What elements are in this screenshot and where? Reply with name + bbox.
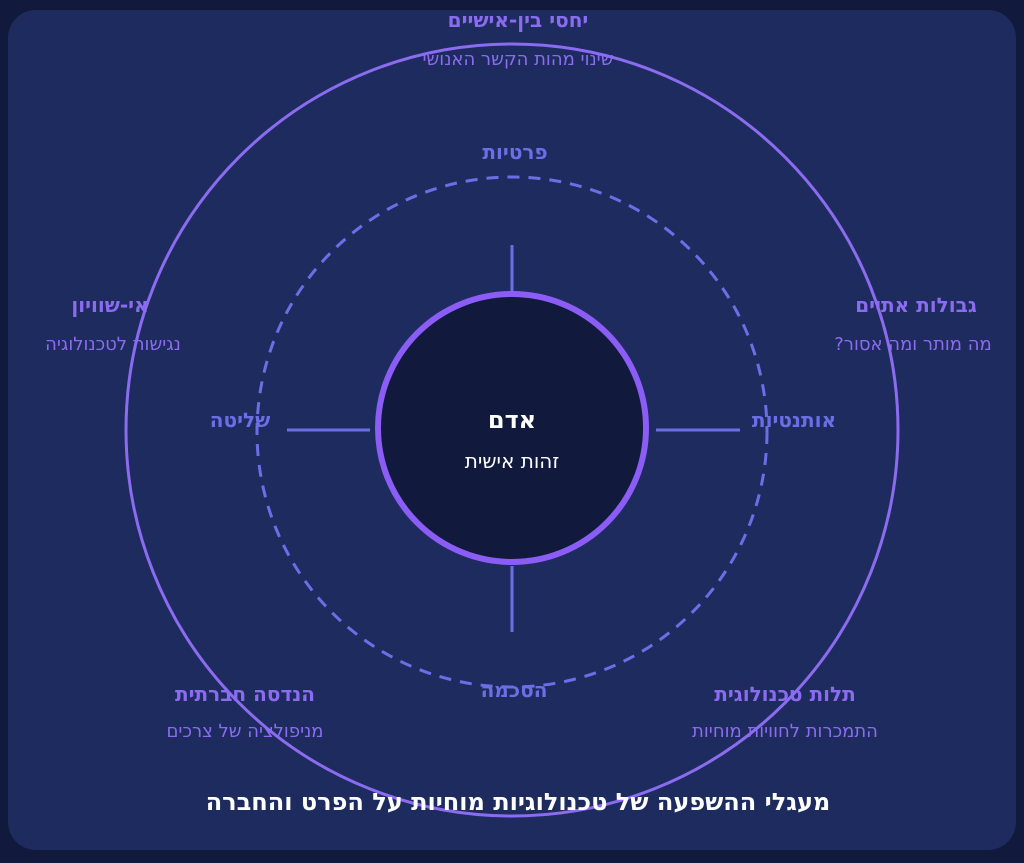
inner-label-top: פרטיות — [482, 140, 548, 164]
outer-ring — [124, 42, 900, 818]
outer-label-bottom-right-subtitle: התמכרות לחוויות מוחיות — [692, 721, 878, 742]
inner-label-bottom: הסכמה — [480, 678, 548, 702]
outer-label-bottom-right-title: תלות טכנולוגית — [714, 682, 856, 706]
outer-label-right-title: גבולות אתיים — [855, 293, 977, 317]
outer-label-bottom-left-subtitle: מניפולציה של צרכים — [166, 721, 324, 742]
core-circle — [375, 291, 649, 565]
outer-label-bottom-left-title: הנדסה חברתית — [174, 682, 316, 706]
outer-label-left-title: אי-שוויון — [71, 293, 149, 317]
center-title: אדם — [487, 406, 537, 434]
inner-dashed-ring — [255, 175, 769, 689]
diagram-title: מעגלי ההשפעה של טכנולוגיות מוחיות על הפר… — [205, 788, 831, 816]
outer-label-left-subtitle: נגישות לטכנולוגיה — [45, 334, 181, 355]
inner-label-left: שליטה — [209, 408, 271, 432]
center-subtitle: זהות אישית — [464, 449, 560, 473]
outer-label-right-subtitle: מה מותר ומה אסור? — [834, 334, 992, 355]
inner-label-right: אותנטיות — [751, 408, 837, 432]
outer-label-top-subtitle: שינוי מהות הקשר האנושי — [422, 49, 614, 70]
outer-label-top-title: יחסי בין-אישיים — [447, 8, 589, 32]
